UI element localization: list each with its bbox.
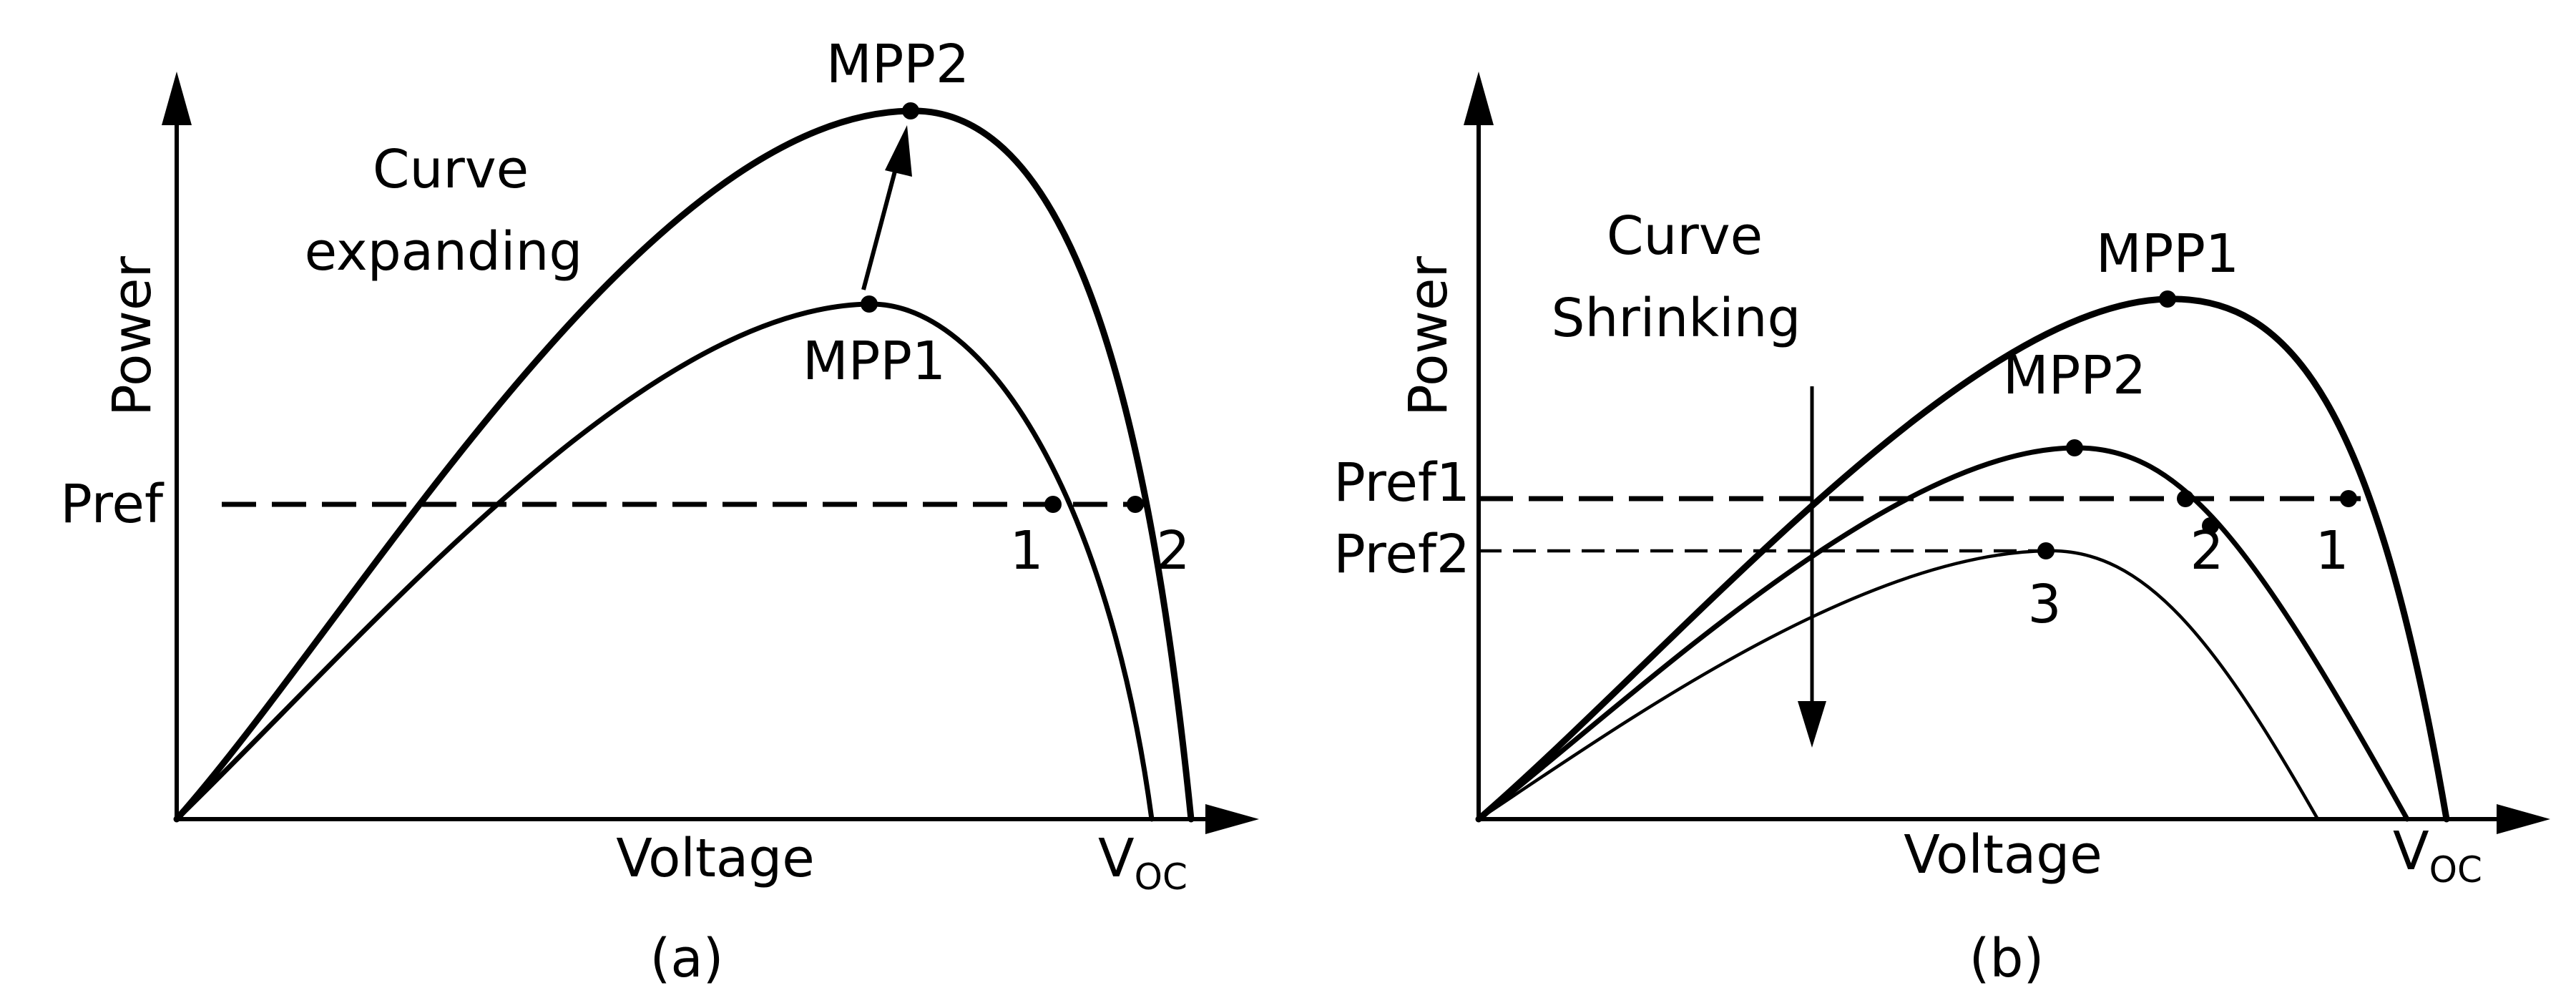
mpp1-label: MPP1 (803, 331, 946, 392)
mpp2-point (2066, 439, 2083, 456)
intersection-point-2b (2202, 517, 2219, 534)
curve-label-line2: expanding (305, 221, 583, 283)
intersection-point-1 (1044, 496, 1062, 513)
point-3 (2037, 542, 2055, 559)
mpp1-curve (1475, 295, 2450, 823)
y-axis-label: Power (1398, 256, 1459, 416)
pref1-label: Pref1 (1333, 452, 1470, 514)
mpp1-label: MPP1 (2096, 223, 2239, 285)
mpp2-label: MPP2 (826, 34, 969, 95)
panel-b: Power Voltage Pref1 Pref2 Curve Shrinkin… (1333, 72, 2550, 989)
pref2-label: Pref2 (1333, 524, 1470, 585)
point3-label: 3 (2027, 574, 2061, 635)
mpp2-label: MPP2 (2003, 345, 2146, 406)
panel-a: Power Voltage Pref Curve expanding MPP1 … (60, 34, 1259, 989)
pref-label: Pref (60, 474, 165, 535)
mpp1-curve (174, 301, 1155, 822)
mpp1-point (2159, 290, 2176, 308)
x-axis-arrow-icon (2497, 804, 2550, 834)
voc-label: VOC (1098, 828, 1187, 898)
mpp2-point (902, 102, 919, 119)
caption-b: (b) (1969, 928, 2044, 989)
point1-label: 1 (2315, 520, 2349, 582)
intersection-point-2a (2177, 490, 2194, 507)
intersection-point-1 (2340, 490, 2357, 507)
intersection-point-2 (1127, 496, 1144, 513)
point2-label: 2 (1156, 520, 1190, 582)
x-axis-label: Voltage (1904, 824, 2102, 886)
y-axis-label: Power (102, 256, 163, 416)
mpp3-curve (1476, 549, 2320, 821)
y-axis-arrow-icon (1464, 72, 1494, 125)
caption-a: (a) (650, 928, 723, 989)
y-axis-arrow-icon (162, 72, 192, 125)
x-axis-arrow-icon (1205, 804, 1259, 834)
mpp2-curve (173, 107, 1195, 823)
voc-label: VOC (2393, 821, 2482, 891)
curve-label-line1: Curve (1607, 205, 1763, 267)
point1-label: 1 (1009, 520, 1043, 582)
point2-label: 2 (2190, 520, 2223, 582)
curve-label-line1: Curve (373, 139, 529, 200)
mpp1-point (861, 295, 878, 313)
x-axis-label: Voltage (616, 828, 815, 889)
shrinking-arrow-head-icon (1798, 701, 1826, 748)
curve-label-line2: Shrinking (1551, 288, 1801, 349)
mpp2-curve (1476, 445, 2410, 822)
expansion-arrow-head-icon (885, 125, 912, 177)
expansion-arrow (861, 165, 898, 290)
